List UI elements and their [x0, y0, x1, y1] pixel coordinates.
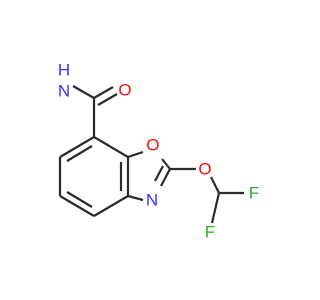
atom-label-nh2-h: H	[58, 61, 70, 80]
atom-label-ether-o: O	[198, 160, 211, 179]
bond-c6-c7-inner	[66, 145, 93, 162]
bond-c7a-o1	[127, 150, 144, 159]
bond-c2-n3-inner	[154, 165, 164, 182]
atom-labels: H N O O N O F F	[58, 61, 259, 242]
atom-label-ring-n: N	[146, 191, 158, 210]
bond-camide-o-1	[93, 86, 114, 99]
atom-label-nh2-n: N	[58, 82, 70, 101]
atom-label-ring-o: O	[146, 136, 159, 155]
bond-c4-c5	[59, 195, 95, 217]
bond-camide-n	[72, 85, 95, 99]
bond-n3-c3a	[127, 194, 144, 202]
atom-label-carbonyl-o: O	[118, 81, 131, 100]
atom-label-fluorine-2: F	[205, 223, 215, 242]
atom-label-fluorine-1: F	[249, 184, 259, 203]
bond-chf2-f2	[210, 192, 221, 224]
bond-c2-n3	[160, 168, 171, 187]
bond-c3a-c4	[93, 195, 129, 217]
bond-c4-c5-inner	[66, 191, 93, 208]
bond-oether-chf2	[210, 176, 220, 194]
bond-c6-c7	[59, 136, 95, 158]
bond-c7-c7a	[93, 136, 129, 158]
bond-o1-c2	[161, 158, 171, 170]
bond-camide-o-2	[97, 93, 118, 106]
bonds	[58, 85, 244, 224]
molecule-diagram: H N O O N O F F	[58, 61, 259, 242]
